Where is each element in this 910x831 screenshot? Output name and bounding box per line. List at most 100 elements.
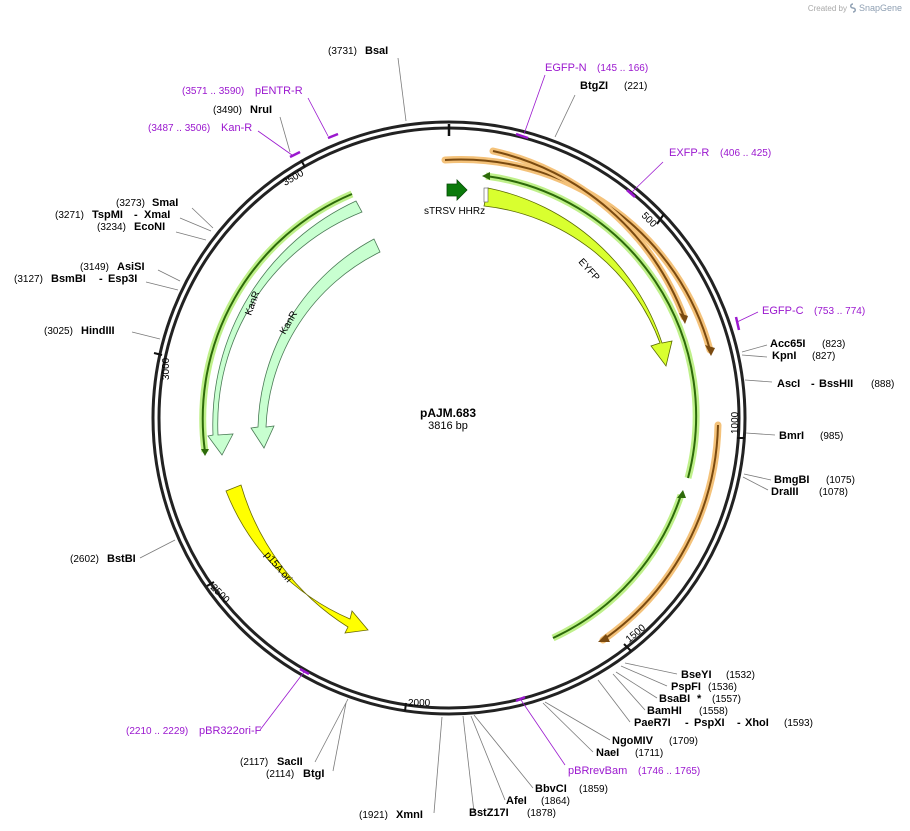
tick-3500 (300, 159, 306, 168)
site-name-btgzi: BtgZI (580, 80, 608, 92)
site-star-bsabi: * (697, 693, 702, 705)
primer-pbrrevbam[interactable]: pBRrevBam (1746 .. 1765) (568, 765, 700, 777)
site-pos-bstz17i: (1878) (527, 808, 556, 819)
primer-leader-pbrrevbam (520, 699, 566, 766)
site-tspmi-xmai[interactable]: (3271) TspMI - XmaI (55, 209, 170, 221)
site-bmgbi[interactable]: BmgBI (1075) (774, 474, 855, 486)
site-bsai[interactable]: (3731) BsaI (328, 45, 388, 57)
feature-p15a-ori[interactable] (225, 484, 369, 634)
site-name-tspmi: TspMI (92, 209, 123, 221)
primer-range-egfp-n: (145 .. 166) (597, 63, 648, 74)
feature-label-eyfp: EYFP (576, 257, 602, 284)
site-draiii[interactable]: DraIII (1078) (771, 486, 848, 498)
site-pos-bbvci: (1859) (579, 784, 608, 795)
created-by-badge: Created by SnapGene (808, 3, 902, 13)
snapgene-logo-icon (849, 3, 856, 13)
site-name-bstbi: BstBI (107, 553, 136, 565)
site-name-xmai: XmaI (144, 209, 170, 221)
primer-pentr-r[interactable]: (3571 .. 3590) pENTR-R (182, 85, 303, 97)
site-bsmbi-esp3i[interactable]: (3127) BsmBI - Esp3I (14, 273, 137, 285)
site-pspfi[interactable]: PspFI (1536) (671, 681, 737, 693)
site-asisi[interactable]: (3149) AsiSI (80, 261, 145, 273)
green-orf-arcs (199, 172, 700, 642)
leader-draiii (742, 476, 769, 491)
site-bstz17i[interactable]: BstZ17I (1878) (469, 807, 556, 819)
site-econi[interactable]: (3234) EcoNI (97, 221, 165, 233)
leader-asci (744, 379, 773, 383)
snapgene-brand-text: SnapGene (858, 3, 902, 13)
site-bmri[interactable]: BmrI (985) (779, 430, 843, 442)
site-btgzi[interactable]: BtgZI (221) (580, 80, 647, 92)
backbone-outer-strand (151, 120, 747, 716)
site-name-xmni: XmnI (396, 809, 423, 821)
site-pos-hindiii: (3025) (44, 326, 73, 337)
site-nrui[interactable]: (3490) NruI (213, 104, 272, 116)
site-sep-asci: - (811, 378, 815, 390)
orf-arc-2-glow (489, 147, 688, 321)
orf-arc-3-glow (599, 421, 722, 644)
leader-bsai (397, 57, 407, 122)
leader-bmgbi (743, 473, 772, 481)
primer-egfp-c[interactable]: EGFP-C (753 .. 774) (762, 305, 865, 317)
site-afei[interactable]: AfeI (1864) (506, 795, 570, 807)
feature-strsv-hhrz[interactable] (446, 179, 489, 203)
leader-bmri (745, 432, 776, 436)
site-bbvci[interactable]: BbvCI (1859) (535, 783, 608, 795)
site-pos-bsai: (3731) (328, 46, 357, 57)
orf-arc-2-head (679, 313, 688, 324)
site-pos-bstbi: (2602) (70, 554, 99, 565)
site-hindiii[interactable]: (3025) HindIII (44, 325, 115, 337)
site-pos-pspfi: (1536) (708, 682, 737, 693)
site-kpni[interactable]: KpnI (827) (772, 350, 835, 362)
leader-bsabi (615, 671, 658, 699)
feature-kanr-inner[interactable] (250, 238, 381, 449)
site-name-bmgbi: BmgBI (774, 474, 809, 486)
tick-marks (153, 159, 745, 712)
site-pos-nrui: (3490) (213, 105, 242, 116)
tick-500 (656, 213, 665, 225)
site-sacii[interactable]: (2117) SacII (240, 756, 303, 768)
primer-name-pbr322ori-f: pBR322ori-F (199, 725, 262, 737)
primer-leader-exfp-r (630, 161, 664, 194)
leader-ngomiv (544, 701, 611, 741)
site-acc65i[interactable]: Acc65I (823) (770, 338, 845, 350)
site-paer7i-pspxi-xhoi[interactable]: PaeR7I - PspXI - XhoI (1593) (634, 717, 813, 729)
site-bsabi[interactable]: BsaBI * (1557) (659, 693, 741, 705)
site-bseyi[interactable]: BseYI (1532) (681, 669, 755, 681)
site-bstbi[interactable]: (2602) BstBI (70, 553, 136, 565)
site-bamhi[interactable]: BamHI (1558) (647, 705, 728, 717)
site-pos-bmri: (985) (820, 431, 843, 442)
site-name-paer7i: PaeR7I (634, 717, 671, 729)
tick-1500 (623, 643, 632, 652)
leader-kpni (741, 354, 768, 358)
tick-label-1000: 1000 (730, 411, 741, 434)
primer-egfp-n[interactable]: EGFP-N (145 .. 166) (545, 62, 648, 74)
leader-nrui (279, 116, 291, 153)
primer-pbr322ori-f[interactable]: (2210 .. 2229) pBR322ori-F (126, 725, 262, 737)
site-name-kpni: KpnI (772, 350, 796, 362)
feature-eyfp[interactable] (483, 187, 673, 367)
site-name-bstz17i: BstZ17I (469, 807, 509, 819)
site-pos-kpni: (827) (812, 351, 835, 362)
site-asci-bsshii[interactable]: AscI - BssHII (888) (777, 378, 894, 390)
site-name-bsai: BsaI (365, 45, 388, 57)
site-ngomiv[interactable]: NgoMIV (1709) (612, 735, 698, 747)
feature-kanr-outer[interactable] (207, 200, 363, 456)
leader-acc65i (741, 344, 768, 353)
tick-2000 (404, 702, 407, 712)
leader-bbvci (473, 714, 534, 789)
site-xmni[interactable]: (1921) XmnI (359, 809, 423, 821)
site-pos-acc65i: (823) (822, 339, 845, 350)
site-pos-draiii: (1078) (819, 487, 848, 498)
site-name-bseyi: BseYI (681, 669, 712, 681)
site-smai[interactable]: (3273) SmaI (116, 197, 178, 209)
leader-naei (542, 702, 594, 753)
site-btgi[interactable]: (2114) BtgI (266, 768, 324, 780)
leader-btgzi (554, 94, 576, 138)
primer-kan-r[interactable]: (3487 .. 3506) Kan-R (148, 122, 252, 134)
site-pos-naei: (1711) (635, 748, 663, 759)
leader-sacii (314, 698, 349, 763)
site-pos-paer7i: (1593) (784, 718, 813, 729)
site-naei[interactable]: NaeI (1711) (596, 747, 663, 759)
primer-exfp-r[interactable]: EXFP-R (406 .. 425) (669, 147, 771, 159)
